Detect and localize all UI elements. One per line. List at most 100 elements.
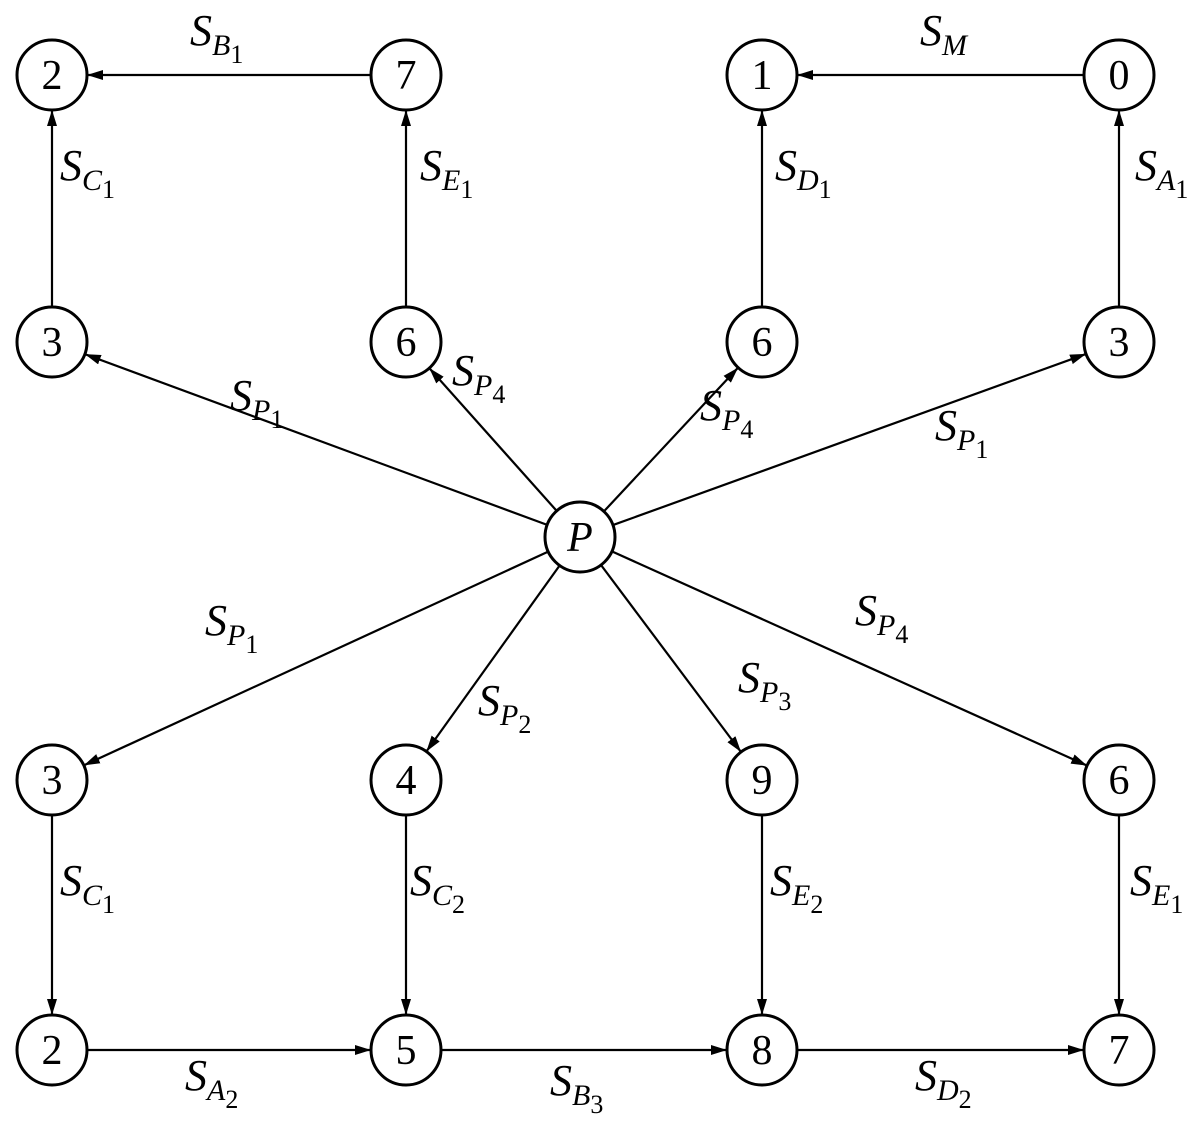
node-label: 7 [1109,1028,1130,1074]
edge-label-subsub: 1 [819,175,832,204]
edge-label-subsub: 1 [1175,175,1188,204]
graph-node: 9 [725,743,799,817]
node-circle [15,1013,89,1087]
node-circle [1082,305,1156,379]
edge-label-main: S [60,856,82,905]
edge-label-main: S [770,856,792,905]
edge-label-sub: C [82,879,103,912]
edge-label-sub: P [473,369,492,402]
edge-label-main: S [478,676,500,725]
node-label: 3 [42,758,63,804]
node-circle [543,500,617,574]
graph-node: 3 [15,743,89,817]
node-circle [1082,743,1156,817]
edge-label-sub: A [205,1074,226,1107]
edge-label-main: S [1135,141,1157,190]
node-circle [1082,38,1156,112]
node-circle [725,305,799,379]
edge-label-subsub: 1 [102,175,115,204]
edge-label: SA1 [1135,141,1188,204]
node-circle [725,38,799,112]
edge-label: SE1 [420,141,473,204]
node-label: 7 [396,53,417,99]
edge-label-sub: P [251,394,270,427]
edge-label-subsub: 1 [230,40,243,69]
node-circle [725,1013,799,1087]
edge-label-main: S [60,141,82,190]
node-circle [15,743,89,817]
edge-label-sub: P [956,424,975,457]
edge-label-sub: E [441,164,460,197]
edge-label-main: S [420,141,442,190]
edge-label: SP1 [205,596,258,659]
edge-label-sub: P [721,404,740,437]
edge-label-sub: C [82,164,103,197]
edge-label-subsub: 4 [895,620,908,649]
edge-label-sub: P [226,619,245,652]
edge-label-subsub: 2 [810,890,823,919]
edge-label-subsub: 3 [590,1090,603,1119]
node-label: 3 [1109,320,1130,366]
edge-arrow [611,550,1088,767]
graph-node: 6 [1082,743,1156,817]
edge-label: SP3 [738,653,791,716]
node-label: 8 [752,1028,773,1074]
edge-label-sub: D [936,1074,959,1107]
edge-label: SP4 [700,381,753,444]
edge-label-main: S [920,6,942,55]
node-circle [369,305,443,379]
edge-arrow [83,550,549,767]
edge-arrow [612,352,1087,527]
edge-label: SD1 [775,141,832,204]
edge-label-sub: M [941,29,969,62]
edge-label-sub: B [212,29,230,62]
edge-label-subsub: 1 [102,890,115,919]
node-label: 2 [42,1028,63,1074]
node-label: 0 [1109,53,1130,99]
edge-label: SE2 [770,856,823,919]
edge-label: SA2 [185,1051,238,1114]
node-label: 5 [396,1028,417,1074]
edge-label-main: S [700,381,722,430]
edge-label-sub: P [499,699,518,732]
graph-node: 7 [1082,1013,1156,1087]
edge-label: SP1 [935,401,988,464]
node-label: 4 [396,758,417,804]
graph-node: 2 [15,1013,89,1087]
graph-node: 3 [1082,305,1156,379]
node-label: 6 [752,320,773,366]
edge-label-subsub: 1 [975,435,988,464]
node-label: 3 [42,320,63,366]
node-circle [725,743,799,817]
graph-node: 4 [369,743,443,817]
edge-label-sub: D [796,164,819,197]
edge-label-sub: P [876,609,895,642]
graph-node: 2 [15,38,89,112]
edge-label: SC2 [410,856,465,919]
edge-label: SD2 [915,1051,972,1114]
edge-label-main: S [1130,856,1152,905]
edge-arrow [600,564,742,753]
edge-label: SM [920,6,969,62]
graph-node: 3 [15,305,89,379]
edge-arrow [603,366,739,513]
edge-label: SC1 [60,141,115,204]
edge-label-sub: E [791,879,810,912]
edge-label-sub: A [1155,164,1176,197]
edge-label-main: S [738,653,760,702]
node-circle [369,1013,443,1087]
edge-label-subsub: 2 [452,890,465,919]
node-circle [15,38,89,112]
edge-label-sub: P [759,676,778,709]
node-circle [1082,1013,1156,1087]
edge-label-subsub: 4 [740,415,753,444]
node-circle [369,743,443,817]
graph-node: 0 [1082,38,1156,112]
edge-label: SP2 [478,676,531,739]
edge-label-main: S [935,401,957,450]
node-label: P [566,515,593,561]
graph-node: 5 [369,1013,443,1087]
node-label: 9 [752,758,773,804]
